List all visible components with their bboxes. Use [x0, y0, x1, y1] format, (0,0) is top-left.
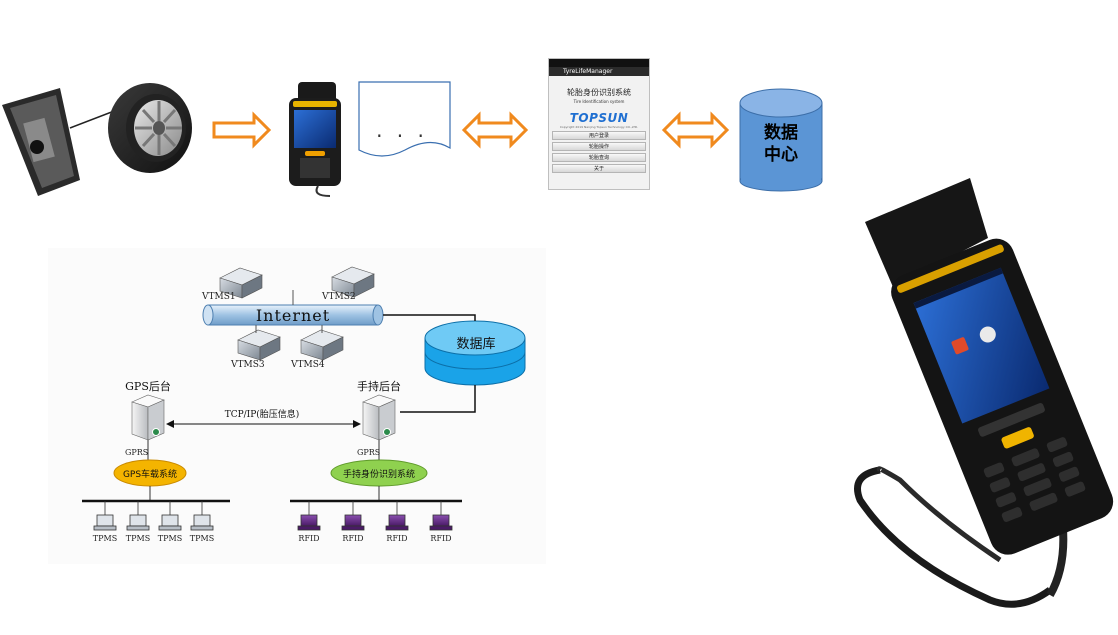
- app-status-bar: [549, 59, 649, 67]
- tcpip-label: TCP/IP(胎压信息): [225, 408, 300, 420]
- app-title-en: Tire Identification system: [573, 99, 625, 104]
- data-center-label: 数据 中心: [740, 122, 822, 166]
- rfid-label: RFID: [298, 534, 319, 543]
- server-label-vtms1: VTMS1: [201, 292, 236, 302]
- data-center-line1: 数据: [764, 123, 798, 143]
- internet-db-link: [383, 314, 476, 321]
- app-copyright: Copyright 2019 Nanjing Topsun Technology…: [559, 125, 639, 129]
- gprs-label-right: GPRS: [357, 448, 380, 457]
- gps-system-label: GPS车载系统: [123, 468, 177, 480]
- app-title-bar: TyreLifeManager: [549, 67, 649, 76]
- document-shape: [358, 81, 451, 157]
- server-label-vtms2: VTMS2: [321, 292, 356, 302]
- server-icon-vtms4: [300, 329, 344, 361]
- tire-sensor-image: [2, 88, 80, 196]
- handheld-backend-pc-icon: [362, 394, 396, 441]
- app-about-button[interactable]: 关于: [552, 164, 646, 173]
- network-diagram-panel: [48, 248, 546, 564]
- db-handheld-link: [400, 385, 476, 413]
- document-text: . . .: [376, 118, 428, 142]
- handheld-system-label: 手持身份识别系统: [343, 468, 415, 480]
- app-tire-query-button[interactable]: 轮胎查询: [552, 153, 646, 162]
- tcpip-link-arrow: [166, 420, 361, 428]
- gps-backend-pc-icon: [131, 394, 165, 441]
- tpms-terminal-icons: [93, 501, 214, 531]
- app-login-button[interactable]: 用户登录: [552, 131, 646, 140]
- handheld-device-large-image: [854, 178, 1114, 608]
- double-arrow-left: [461, 111, 529, 149]
- rfid-terminal-icons: [297, 501, 453, 531]
- tire-image: [108, 83, 192, 173]
- handheld-device-small-image: [289, 82, 341, 197]
- data-center-line2: 中心: [764, 145, 798, 165]
- tpms-label: TPMS: [158, 534, 182, 543]
- server-label-vtms3: VTMS3: [230, 360, 265, 370]
- tpms-label: TPMS: [126, 534, 150, 543]
- flow-arrow-right: [212, 111, 272, 149]
- app-title-cn: 轮胎身份识别系统: [567, 88, 631, 97]
- internet-label: Internet: [256, 306, 330, 325]
- server-icon-vtms1: [219, 267, 263, 299]
- app-screenshot: TyreLifeManager 轮胎身份识别系统 Tire Identifica…: [548, 58, 650, 190]
- rfid-label: RFID: [342, 534, 363, 543]
- data-center-cylinder: [739, 88, 823, 192]
- tpms-label: TPMS: [93, 534, 117, 543]
- server-icon-vtms2: [331, 266, 375, 298]
- gprs-label-left: GPRS: [125, 448, 148, 457]
- server-label-vtms4: VTMS4: [290, 360, 325, 370]
- double-arrow-right: [661, 111, 730, 149]
- tpms-label: TPMS: [190, 534, 214, 543]
- database-label: 数据库: [456, 336, 495, 352]
- database-cylinder: [424, 320, 526, 386]
- rfid-label: RFID: [386, 534, 407, 543]
- server-icon-vtms3: [237, 329, 281, 361]
- rfid-label: RFID: [430, 534, 451, 543]
- app-tire-operation-button[interactable]: 轮胎操作: [552, 142, 646, 151]
- handheld-backend-label: 手持后台: [357, 379, 401, 393]
- gps-backend-label: GPS后台: [125, 379, 171, 393]
- app-logo: TOPSUN: [569, 111, 629, 125]
